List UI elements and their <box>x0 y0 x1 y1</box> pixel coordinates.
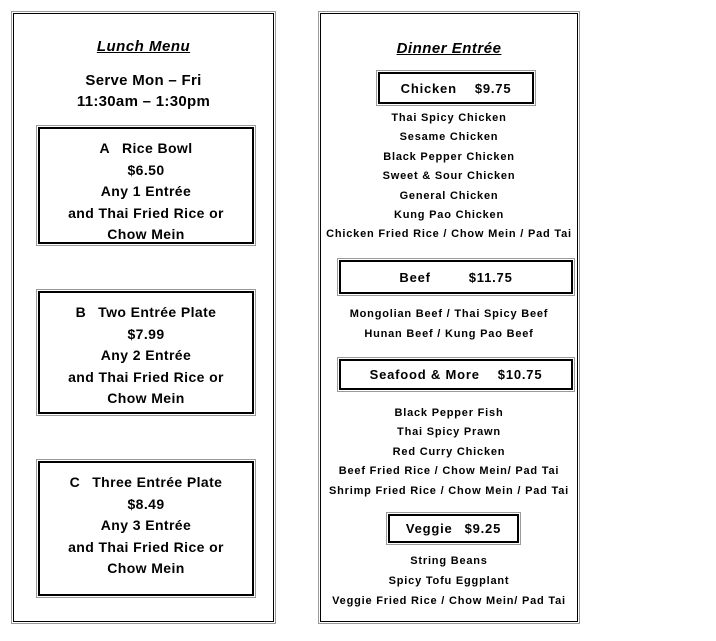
lunch-serve-hours: 11:30am – 1:30pm <box>76 93 211 110</box>
dinner-section-header-veggie: Veggie $9.25 <box>388 514 519 543</box>
menu-item: Spicy Tofu Eggplant <box>388 575 510 587</box>
lunch-combo-box-a: A Rice Bowl $6.50 Any 1 Entrée and Thai … <box>38 127 254 244</box>
menu-item: Kung Pao Chicken <box>394 209 504 222</box>
menu-item: Veggie Fried Rice / Chow Mein/ Pad Tai <box>332 595 566 607</box>
lunch-menu-panel: Lunch Menu Serve Mon – Fri 11:30am – 1:3… <box>13 13 274 622</box>
combo-heading: C Three Entrée Plate <box>40 472 252 494</box>
dinner-section-header-chicken: Chicken $9.75 <box>378 72 534 104</box>
dinner-entree-panel: Dinner Entrée Chicken $9.75 Thai Spicy C… <box>320 13 578 622</box>
combo-heading: A Rice Bowl <box>40 138 252 160</box>
section-price: $11.75 <box>468 269 513 285</box>
combo-price: $8.49 <box>127 495 165 512</box>
menu-item: Thai Spicy Prawn <box>397 426 501 439</box>
menu-item: Mongolian Beef / Thai Spicy Beef <box>349 308 549 320</box>
combo-detail: Chow Mein <box>107 226 185 242</box>
section-price: $9.75 <box>474 80 512 96</box>
beef-item-list: Mongolian Beef / Thai Spicy Beef Hunan B… <box>321 304 577 344</box>
menu-item: General Chicken <box>399 189 499 202</box>
menu-item: Beef Fried Rice / Chow Mein/ Pad Tai <box>338 465 560 478</box>
lunch-menu-title: Lunch Menu <box>96 38 191 55</box>
menu-item: String Beans <box>410 555 488 567</box>
menu-item: Hunan Beef / Kung Pao Beef <box>364 328 534 340</box>
dinner-section-header-seafood: Seafood & More $10.75 <box>339 359 573 390</box>
menu-item: Shrimp Fried Rice / Chow Mein / Pad Tai <box>328 484 570 497</box>
combo-name: Rice Bowl <box>122 140 193 156</box>
combo-detail: Any 3 Entrée <box>100 517 192 533</box>
combo-detail: Any 1 Entrée <box>100 183 192 199</box>
combo-detail: Chow Mein <box>107 390 185 406</box>
dinner-section-header-beef: Beef $11.75 <box>339 260 573 294</box>
combo-price: $6.50 <box>127 161 165 178</box>
menu-item: Black Pepper Chicken <box>383 150 515 163</box>
combo-detail: Any 2 Entrée <box>100 347 192 363</box>
combo-detail: and Thai Fried Rice or <box>68 538 224 555</box>
combo-letter: A <box>99 140 110 156</box>
combo-heading: B Two Entrée Plate <box>40 302 252 324</box>
lunch-combo-box-c: C Three Entrée Plate $8.49 Any 3 Entrée … <box>38 461 254 596</box>
menu-item: Black Pepper Fish <box>394 407 504 419</box>
combo-price: $7.99 <box>127 325 165 342</box>
dinner-entree-title: Dinner Entrée <box>396 40 502 57</box>
combo-letter: C <box>69 474 81 490</box>
menu-item: Thai Spicy Chicken <box>391 112 507 124</box>
menu-item: Sesame Chicken <box>399 131 499 144</box>
combo-name: Two Entrée Plate <box>98 304 217 320</box>
section-label: Seafood & More <box>369 367 480 382</box>
section-price: $10.75 <box>497 367 543 382</box>
combo-letter: B <box>75 304 87 320</box>
veggie-item-list: String Beans Spicy Tofu Eggplant Veggie … <box>321 551 577 611</box>
section-label: Veggie <box>405 521 453 536</box>
section-label: Chicken <box>400 80 457 96</box>
lunch-serve-days: Serve Mon – Fri <box>85 72 202 89</box>
section-label: Beef <box>399 269 431 285</box>
combo-detail: and Thai Fried Rice or <box>68 368 224 385</box>
section-price: $9.25 <box>464 521 502 536</box>
menu-item: Sweet & Sour Chicken <box>382 170 516 183</box>
menu-item: Red Curry Chicken <box>392 445 506 458</box>
menu-item: Chicken Fried Rice / Chow Mein / Pad Tai <box>326 228 572 241</box>
combo-detail: Chow Mein <box>107 560 185 576</box>
chicken-item-list: Thai Spicy Chicken Sesame Chicken Black … <box>321 109 577 245</box>
lunch-combo-box-b: B Two Entrée Plate $7.99 Any 2 Entrée an… <box>38 291 254 414</box>
seafood-item-list: Black Pepper Fish Thai Spicy Prawn Red C… <box>321 404 577 501</box>
combo-name: Three Entrée Plate <box>92 474 223 490</box>
combo-detail: and Thai Fried Rice or <box>68 204 224 221</box>
